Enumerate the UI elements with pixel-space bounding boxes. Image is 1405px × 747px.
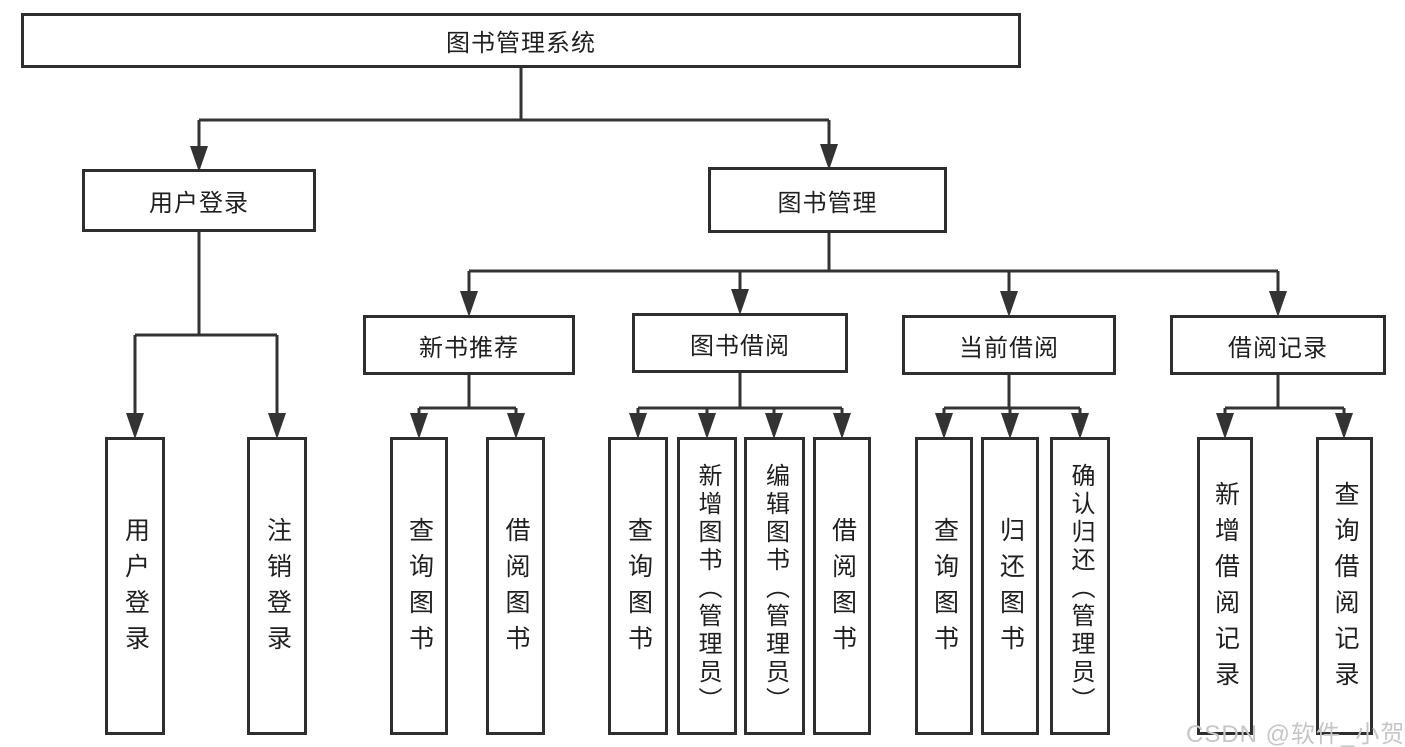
- node-book-mgmt-branch: 图书管理: [708, 167, 947, 233]
- leaf-borrow-add-books-admin: 新增图书（管理员）: [677, 437, 737, 735]
- node-root: 图书管理系统: [21, 13, 1021, 68]
- leaf-recommend-borrow-books: 借阅图书: [486, 437, 545, 735]
- node-user-login-branch: 用户登录: [82, 169, 316, 232]
- leaf-current-confirm-return-admin: 确认归还（管理员）: [1050, 437, 1110, 735]
- leaf-records-add-record: 新增借阅记录: [1197, 437, 1253, 735]
- leaf-borrow-borrow-books: 借阅图书: [813, 437, 871, 735]
- leaf-borrow-query-books: 查询图书: [608, 437, 668, 735]
- node-book-borrow: 图书借阅: [632, 313, 848, 373]
- node-current-borrow: 当前借阅: [902, 315, 1116, 375]
- leaf-borrow-edit-books-admin: 编辑图书（管理员）: [744, 437, 805, 735]
- leaf-current-query-books: 查询图书: [915, 437, 973, 735]
- leaf-records-query-record: 查询借阅记录: [1316, 437, 1373, 735]
- leaf-logout: 注销登录: [247, 437, 307, 735]
- leaf-user-login: 用户登录: [105, 437, 165, 735]
- node-borrow-records: 借阅记录: [1170, 315, 1386, 375]
- leaf-recommend-query-books: 查询图书: [390, 437, 448, 735]
- leaf-current-return-books: 归还图书: [981, 437, 1039, 735]
- node-new-book-rec: 新书推荐: [363, 315, 575, 375]
- watermark: CSDN @软件_小贺同学: [1186, 721, 1405, 747]
